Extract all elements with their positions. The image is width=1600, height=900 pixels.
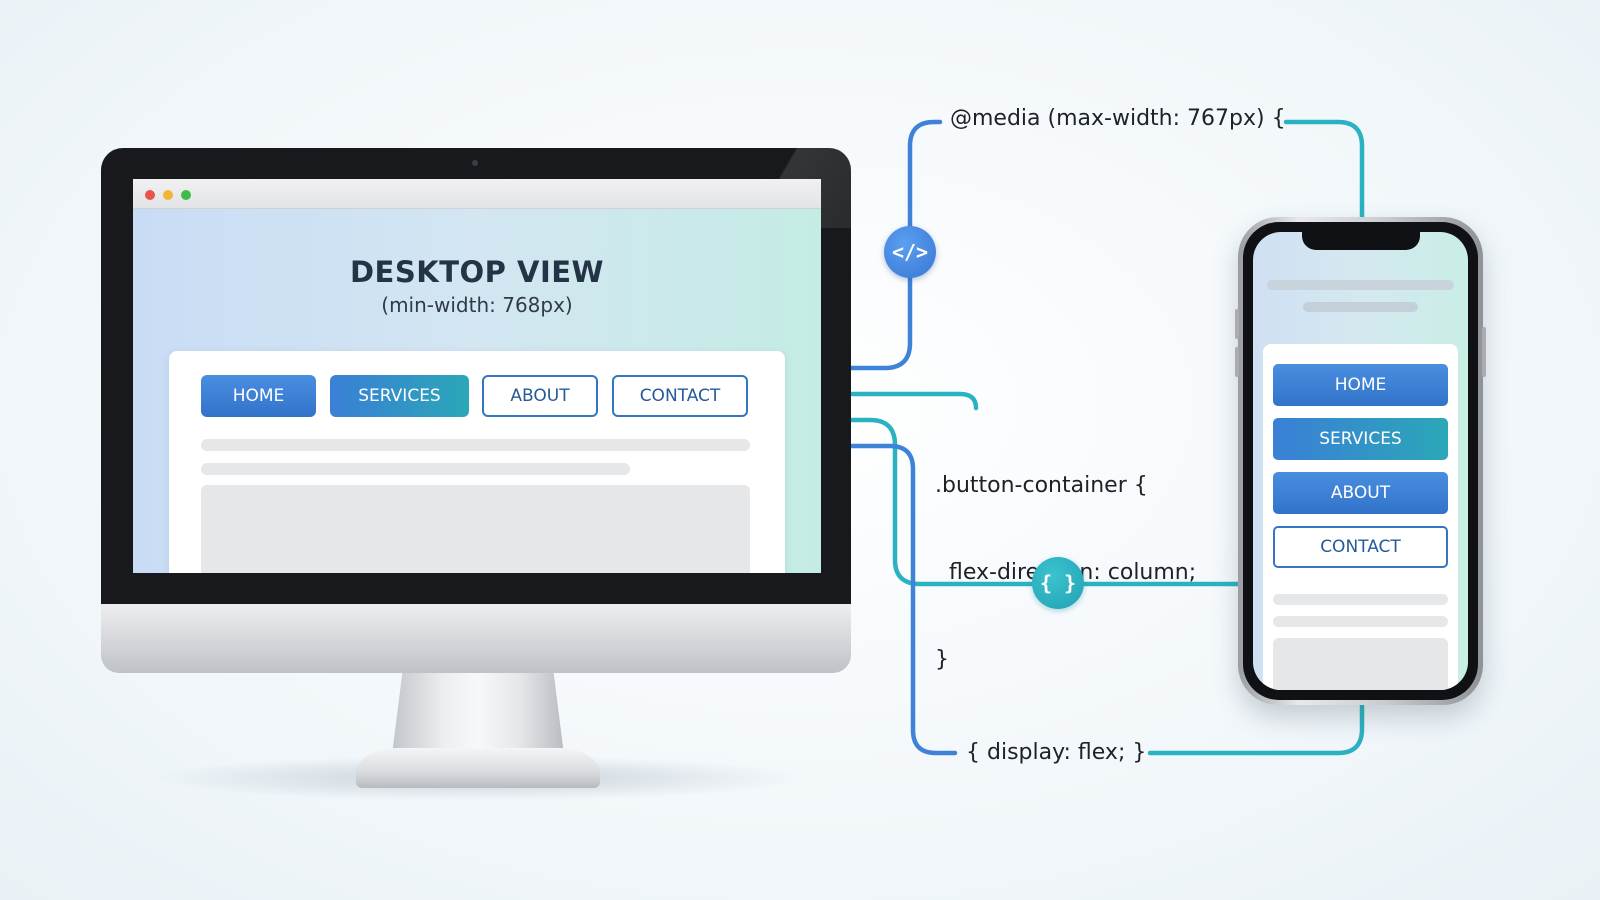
text-placeholder-line xyxy=(1273,616,1448,627)
text-placeholder-line xyxy=(201,463,630,475)
desktop-content-card: HOME SERVICES ABOUT CONTACT xyxy=(169,351,785,573)
desktop-nav-home-button[interactable]: HOME xyxy=(201,375,316,417)
code-tag-icon: </> xyxy=(884,226,936,278)
phone-volume-up-button xyxy=(1235,309,1239,339)
monitor-stand-neck xyxy=(392,673,564,755)
mobile-nav-contact-button[interactable]: CONTACT xyxy=(1273,526,1448,568)
mobile-nav-home-button[interactable]: HOME xyxy=(1273,364,1448,406)
closing-brace-line: } xyxy=(935,647,949,672)
header-placeholder-line xyxy=(1267,280,1454,290)
curly-braces-icon: { } xyxy=(1032,557,1084,609)
desktop-nav-services-button[interactable]: SERVICES xyxy=(330,375,469,417)
display-flex-connector-left xyxy=(849,443,958,756)
mobile-screen: HOME SERVICES ABOUT CONTACT xyxy=(1253,232,1468,690)
monitor-stand-base xyxy=(356,748,600,788)
phone-bezel: HOME SERVICES ABOUT CONTACT xyxy=(1243,222,1478,700)
monitor-chin xyxy=(101,603,851,673)
window-minimize-icon[interactable] xyxy=(163,190,173,200)
browser-title-bar xyxy=(133,179,821,209)
text-placeholder-line xyxy=(1273,594,1448,605)
button-container-code: .button-container { flex-direction: colu… xyxy=(935,413,1196,703)
mobile-nav-services-button[interactable]: SERVICES xyxy=(1273,418,1448,460)
text-placeholder-line xyxy=(201,439,750,451)
selector-line: .button-container { xyxy=(935,473,1148,498)
media-query-connector-right xyxy=(1283,119,1365,220)
desktop-nav-contact-button[interactable]: CONTACT xyxy=(612,375,748,417)
image-placeholder-block xyxy=(1273,638,1448,690)
phone-volume-down-button xyxy=(1235,347,1239,377)
image-placeholder-block xyxy=(201,485,750,573)
display-flex-code: { display: flex; } xyxy=(966,740,1147,765)
desktop-screen: DESKTOP VIEW (min-width: 768px) HOME SER… xyxy=(133,179,821,573)
mobile-phone: HOME SERVICES ABOUT CONTACT xyxy=(1235,217,1486,705)
phone-power-button xyxy=(1482,327,1486,377)
mobile-nav-about-button[interactable]: ABOUT xyxy=(1273,472,1448,514)
desktop-view-title: DESKTOP VIEW xyxy=(349,255,605,289)
desktop-view-subtitle: (min-width: 768px) xyxy=(381,293,573,317)
display-flex-connector-right xyxy=(1147,702,1365,756)
header-placeholder-line xyxy=(1303,302,1418,312)
media-query-code: @media (max-width: 767px) { xyxy=(950,106,1286,131)
desktop-monitor: DESKTOP VIEW (min-width: 768px) HOME SER… xyxy=(101,148,851,604)
camera-icon xyxy=(472,160,478,166)
button-container-connector-top xyxy=(849,391,979,411)
desktop-nav-about-button[interactable]: ABOUT xyxy=(482,375,598,417)
phone-notch xyxy=(1301,232,1420,250)
window-close-icon[interactable] xyxy=(145,190,155,200)
button-container-connector-mid xyxy=(849,417,1241,587)
mobile-content-card: HOME SERVICES ABOUT CONTACT xyxy=(1263,344,1458,690)
window-maximize-icon[interactable] xyxy=(181,190,191,200)
